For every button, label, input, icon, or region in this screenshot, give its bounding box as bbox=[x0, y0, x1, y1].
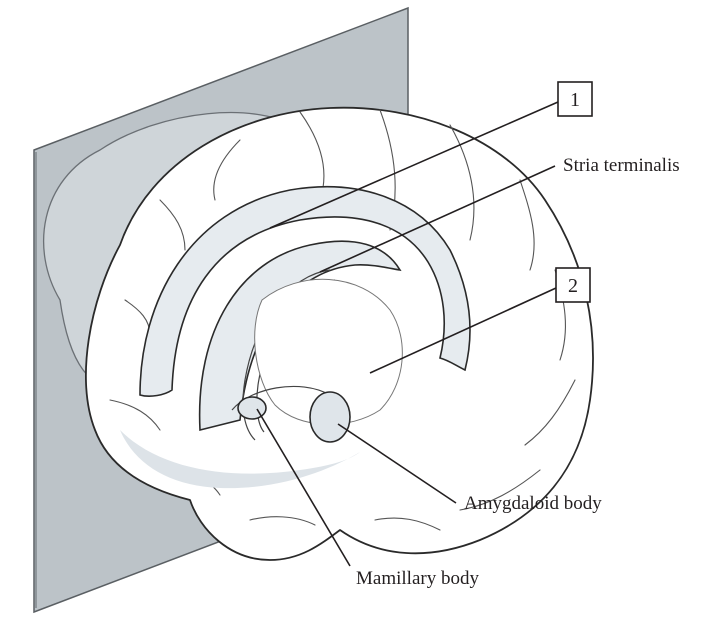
callout-number-2: 2 bbox=[568, 275, 578, 297]
amygdaloid-body bbox=[310, 392, 350, 442]
label-amygdaloid-body: Amygdaloid body bbox=[464, 493, 602, 514]
label-mamillary-body: Mamillary body bbox=[356, 568, 479, 589]
label-stria-terminalis: Stria terminalis bbox=[563, 155, 680, 176]
callout-number-1: 1 bbox=[570, 89, 580, 111]
